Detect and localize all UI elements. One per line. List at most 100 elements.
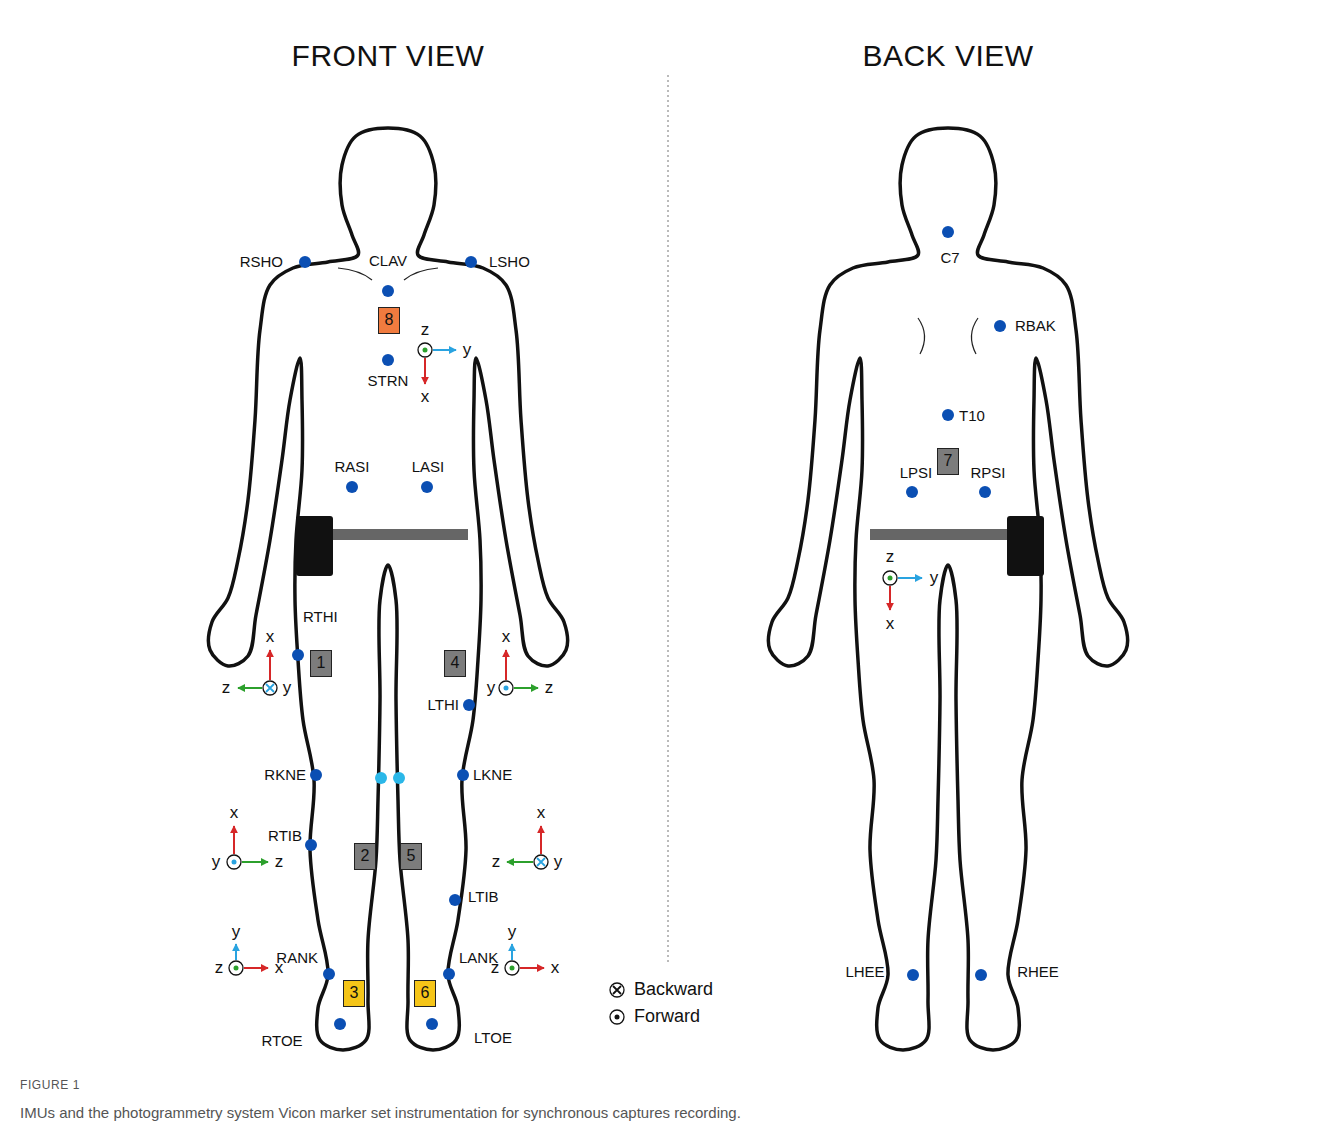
marker-label: LTIB [468, 889, 499, 906]
marker-label: STRN [368, 373, 409, 390]
axis-label: x [537, 804, 546, 823]
imu-box: 7 [937, 448, 959, 475]
axis-triad [227, 826, 268, 869]
forward-dot [504, 686, 509, 691]
marker-dot [299, 256, 311, 268]
marker-label: LPSI [900, 465, 933, 482]
marker-label: LKNE [473, 767, 512, 784]
axis-label: z [222, 679, 231, 698]
axis-triad [229, 944, 268, 975]
marker-label: LHEE [845, 964, 884, 981]
axis-arrow [244, 967, 268, 969]
legend-text: Forward [634, 1006, 700, 1027]
forward-dot [234, 966, 239, 971]
axis-arrow [235, 944, 237, 960]
imu-number: 6 [421, 985, 430, 1001]
marker-dot [942, 409, 954, 421]
marker-label: RTHI [303, 609, 338, 626]
axis-origin [505, 961, 519, 975]
forward-dot [888, 576, 893, 581]
marker-dot [382, 354, 394, 366]
backward-cross [266, 684, 274, 692]
forward-dot [423, 348, 428, 353]
axis-triad [505, 944, 544, 975]
marker-label: RPSI [970, 465, 1005, 482]
axis-label: z [215, 959, 224, 978]
view-heading: BACK VIEW [862, 39, 1033, 72]
marker-dot [449, 894, 461, 906]
axis-arrow [898, 577, 922, 579]
axis-arrow [511, 944, 513, 960]
view-divider [668, 75, 669, 962]
legend-item: Forward [608, 1006, 700, 1027]
axis-arrow [238, 687, 262, 689]
axis-label: z [421, 321, 430, 340]
axis-arrow [540, 826, 542, 854]
axis-label: x [275, 959, 284, 978]
axis-label: y [487, 679, 496, 698]
axis-label: y [232, 923, 241, 942]
marker-label: RBAK [1015, 318, 1056, 335]
imu-number: 3 [350, 985, 359, 1001]
belt-strap [330, 529, 468, 540]
shoulder-blade-line [971, 318, 978, 354]
marker-dot [465, 256, 477, 268]
imu-box: 8 [378, 307, 400, 334]
axis-label: z [492, 853, 501, 872]
imu-box: 2 [354, 843, 376, 870]
axis-arrow [242, 861, 268, 863]
axis-label: x [421, 388, 430, 407]
axis-label: y [283, 679, 292, 698]
axis-label: z [275, 853, 284, 872]
figure-caption: IMUs and the photogrammetry system Vicon… [20, 1104, 1300, 1121]
axis-label: y [508, 923, 517, 942]
figure-number: FIGURE 1 [20, 1079, 80, 1092]
belt-strap [870, 529, 1009, 540]
imu-box: 5 [400, 843, 422, 870]
axis-arrow [507, 861, 533, 863]
axis-triad [418, 343, 456, 384]
axis-label: y [930, 569, 939, 588]
axis-origin [883, 571, 897, 585]
forward-dot [232, 860, 237, 865]
axis-origin [229, 961, 243, 975]
axis-origin [534, 855, 548, 869]
imu-number: 7 [944, 453, 953, 469]
marker-label: T10 [959, 408, 985, 425]
medial-marker-dot [375, 772, 387, 784]
marker-dot [323, 968, 335, 980]
marker-label: RKNE [264, 767, 306, 784]
axis-arrow [889, 586, 891, 610]
marker-dot [305, 839, 317, 851]
marker-label: RSHO [240, 254, 283, 271]
axis-triad [507, 826, 548, 869]
marker-dot [975, 969, 987, 981]
imu-number: 1 [317, 655, 326, 671]
imu-number: 2 [361, 848, 370, 864]
body-outline [769, 128, 1128, 1050]
axis-arrow [233, 826, 235, 854]
belt-unit [1007, 516, 1044, 576]
marker-dot [334, 1018, 346, 1030]
legend-item: Backward [608, 979, 713, 1000]
imu-box: 1 [310, 650, 332, 677]
axis-label: z [886, 548, 895, 567]
axis-origin [227, 855, 241, 869]
shoulder-blade-line [918, 318, 925, 354]
legend-symbol [608, 1008, 626, 1026]
marker-dot [346, 481, 358, 493]
marker-label: LSHO [489, 254, 530, 271]
axis-arrow [520, 967, 544, 969]
axis-label: x [502, 628, 511, 647]
axis-label: x [266, 628, 275, 647]
imu-number: 5 [407, 848, 416, 864]
axis-triad [499, 650, 538, 695]
marker-dot [292, 649, 304, 661]
marker-label: LTHI [428, 697, 459, 714]
axis-label: y [463, 341, 472, 360]
backward-cross [537, 858, 545, 866]
marker-dot [443, 968, 455, 980]
marker-dot [994, 320, 1006, 332]
